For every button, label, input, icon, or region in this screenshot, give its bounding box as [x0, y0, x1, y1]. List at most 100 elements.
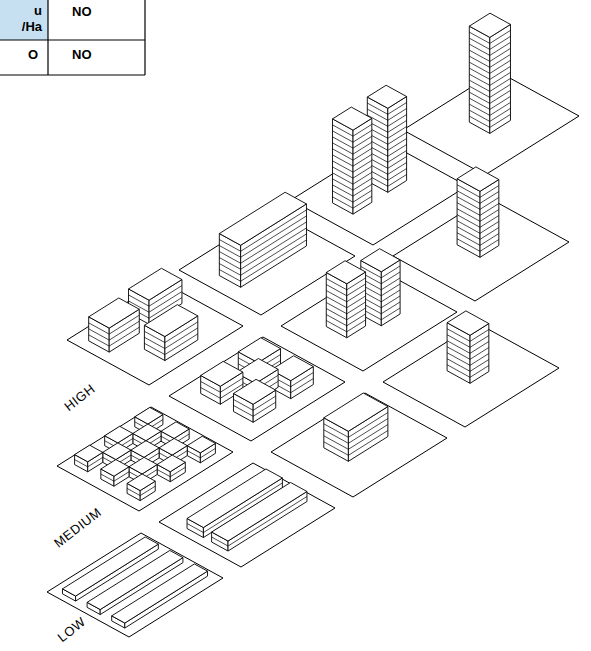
building-face: [159, 438, 187, 455]
storey-line: [469, 50, 490, 61]
building-face: [490, 24, 511, 133]
storey-line: [333, 191, 354, 202]
building-face: [388, 97, 407, 193]
building-face: [103, 443, 131, 460]
building: [187, 436, 215, 463]
storey-line: [480, 186, 499, 198]
storey-line: [347, 314, 366, 326]
storey-line: [241, 234, 307, 275]
storey-line: [114, 472, 129, 481]
storey-line: [187, 524, 203, 533]
storey-line: [457, 209, 480, 222]
table-rule: [47, 0, 48, 75]
storey-line: [326, 309, 347, 320]
storey-line: [457, 233, 480, 246]
storey-line: [157, 470, 170, 477]
storey-line: [165, 322, 198, 343]
storey-line: [324, 436, 349, 450]
storey-line: [353, 196, 372, 208]
storey-line: [388, 169, 407, 181]
storey-line: [457, 227, 480, 240]
storey-line: [457, 215, 480, 228]
storey-line: [490, 72, 511, 85]
building: [101, 460, 129, 487]
storey-line: [347, 296, 366, 308]
building: [367, 85, 406, 192]
building-face: [333, 119, 354, 214]
building-face: [353, 118, 372, 214]
building: [157, 455, 185, 482]
storey-line: [333, 143, 354, 154]
storey-line: [388, 145, 407, 157]
storey-line: [219, 240, 240, 252]
storey-line: [353, 148, 372, 160]
storey-line: [291, 373, 314, 387]
storey-line: [353, 154, 372, 166]
plot-outline: [271, 393, 447, 497]
storey-line: [480, 234, 499, 246]
storey-line: [144, 343, 165, 354]
storey-line: [253, 396, 276, 410]
density-label: LOW: [55, 614, 90, 646]
storey-line: [291, 379, 314, 393]
storey-line: [457, 239, 480, 252]
table-grid: [0, 0, 145, 75]
storey-line: [470, 330, 489, 342]
storey-line: [353, 184, 372, 196]
storey-line: [219, 264, 240, 276]
storey-line: [469, 92, 490, 103]
storey-line: [89, 335, 110, 346]
storey-line: [149, 286, 182, 307]
building-face: [469, 13, 510, 37]
storey-line: [470, 336, 489, 348]
building: [212, 482, 307, 551]
building: [89, 298, 140, 352]
storey-line: [333, 125, 354, 136]
storey-line: [480, 198, 499, 210]
table-rule: [0, 39, 145, 40]
building-face: [361, 249, 400, 272]
building: [233, 379, 275, 422]
storey-line: [388, 151, 407, 163]
storey-line: [381, 272, 400, 284]
storey-line: [457, 221, 480, 234]
plot-outline: [159, 463, 335, 567]
building-face: [105, 426, 133, 443]
storey-line: [457, 203, 480, 216]
storey-line: [144, 337, 165, 348]
storey-line: [201, 381, 221, 392]
storey-line: [109, 327, 139, 346]
storey-line: [457, 191, 480, 204]
building-face: [324, 393, 388, 431]
storey-line: [348, 425, 387, 450]
storey-line: [333, 197, 354, 208]
storey-line: [469, 32, 490, 43]
storey-line: [490, 96, 511, 109]
storey-line: [201, 387, 221, 398]
storey-line: [469, 116, 490, 127]
storey-line: [469, 56, 490, 67]
storey-line: [326, 285, 347, 296]
storey-line: [490, 90, 511, 103]
storey-line: [490, 36, 511, 49]
building-face: [469, 26, 490, 133]
storey-line: [469, 98, 490, 109]
storey-line: [490, 54, 511, 67]
building: [144, 305, 197, 361]
storey-line: [469, 38, 490, 49]
building-face: [187, 436, 215, 453]
building: [127, 474, 155, 501]
storey-line: [480, 240, 499, 252]
storey-line: [333, 173, 354, 184]
storey-line: [388, 139, 407, 151]
building: [333, 107, 372, 214]
storey-line: [326, 303, 347, 314]
storey-line: [326, 279, 347, 290]
storey-line: [347, 320, 366, 332]
storey-line: [381, 302, 400, 314]
storey-line: [480, 228, 499, 240]
building-face: [129, 268, 182, 300]
storey-line: [89, 323, 110, 334]
building: [75, 445, 103, 472]
